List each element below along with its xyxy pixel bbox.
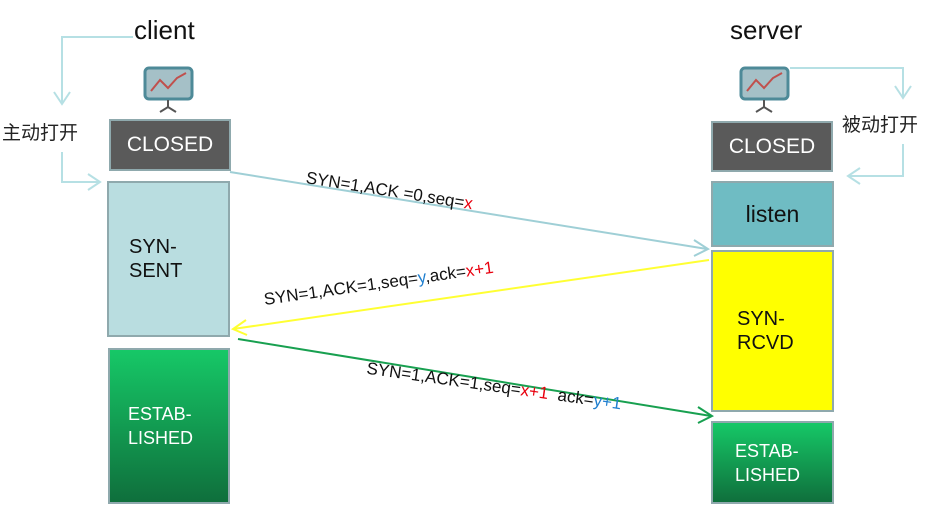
server-state-syn-rcvd: SYN- RCVD xyxy=(711,250,834,412)
server-open-bracket-top-arrow xyxy=(894,85,912,100)
server-title: server xyxy=(730,15,803,45)
server-open-bracket-top xyxy=(790,67,904,97)
server-open-bracket-bottom xyxy=(850,144,904,177)
client-open-bracket-bottom xyxy=(61,152,98,183)
client-active-open-label: 主动打开 xyxy=(2,122,79,144)
ack-arrow-line xyxy=(237,338,712,417)
state-label: ESTAB- LISHED xyxy=(128,404,194,448)
ack-arrowhead xyxy=(697,406,715,424)
server-passive-open-label: 被动打开 xyxy=(842,114,919,136)
syn-ack-arrowhead xyxy=(230,319,248,336)
state-label: CLOSED xyxy=(126,133,214,156)
ack-value: x+1 xyxy=(464,257,495,281)
server-state-listen: listen xyxy=(711,181,834,247)
client-state-syn-sent: SYN- SENT xyxy=(107,181,230,337)
client-open-bracket-top-arrow xyxy=(53,91,71,106)
client-open-bracket-bottom-arrow xyxy=(87,173,102,191)
ack-prefix: ack= xyxy=(547,384,596,410)
state-label: SYN- SENT xyxy=(129,236,183,282)
state-label: listen xyxy=(745,201,800,227)
syn-arrow-line xyxy=(229,171,708,250)
ack-value: y+1 xyxy=(592,390,623,414)
client-open-bracket-top xyxy=(61,36,133,102)
state-label: SYN- RCVD xyxy=(737,308,794,354)
client-state-closed: CLOSED xyxy=(109,119,231,171)
message-prefix: SYN=1,ACK=1,seq= xyxy=(365,358,523,400)
server-state-closed: CLOSED xyxy=(711,121,833,172)
state-label: ESTAB- LISHED xyxy=(735,440,801,485)
server-state-established: ESTAB- LISHED xyxy=(711,421,834,504)
syn-ack-arrow-line xyxy=(232,259,710,330)
seq-value: x+1 xyxy=(519,380,550,404)
client-title: client xyxy=(134,15,195,45)
state-label: CLOSED xyxy=(728,134,816,158)
server-monitor-icon xyxy=(739,66,790,113)
server-open-bracket-bottom-arrow xyxy=(846,167,861,185)
syn-arrowhead xyxy=(693,239,711,257)
client-state-established: ESTAB- LISHED xyxy=(108,348,230,504)
client-monitor-icon xyxy=(143,66,194,113)
